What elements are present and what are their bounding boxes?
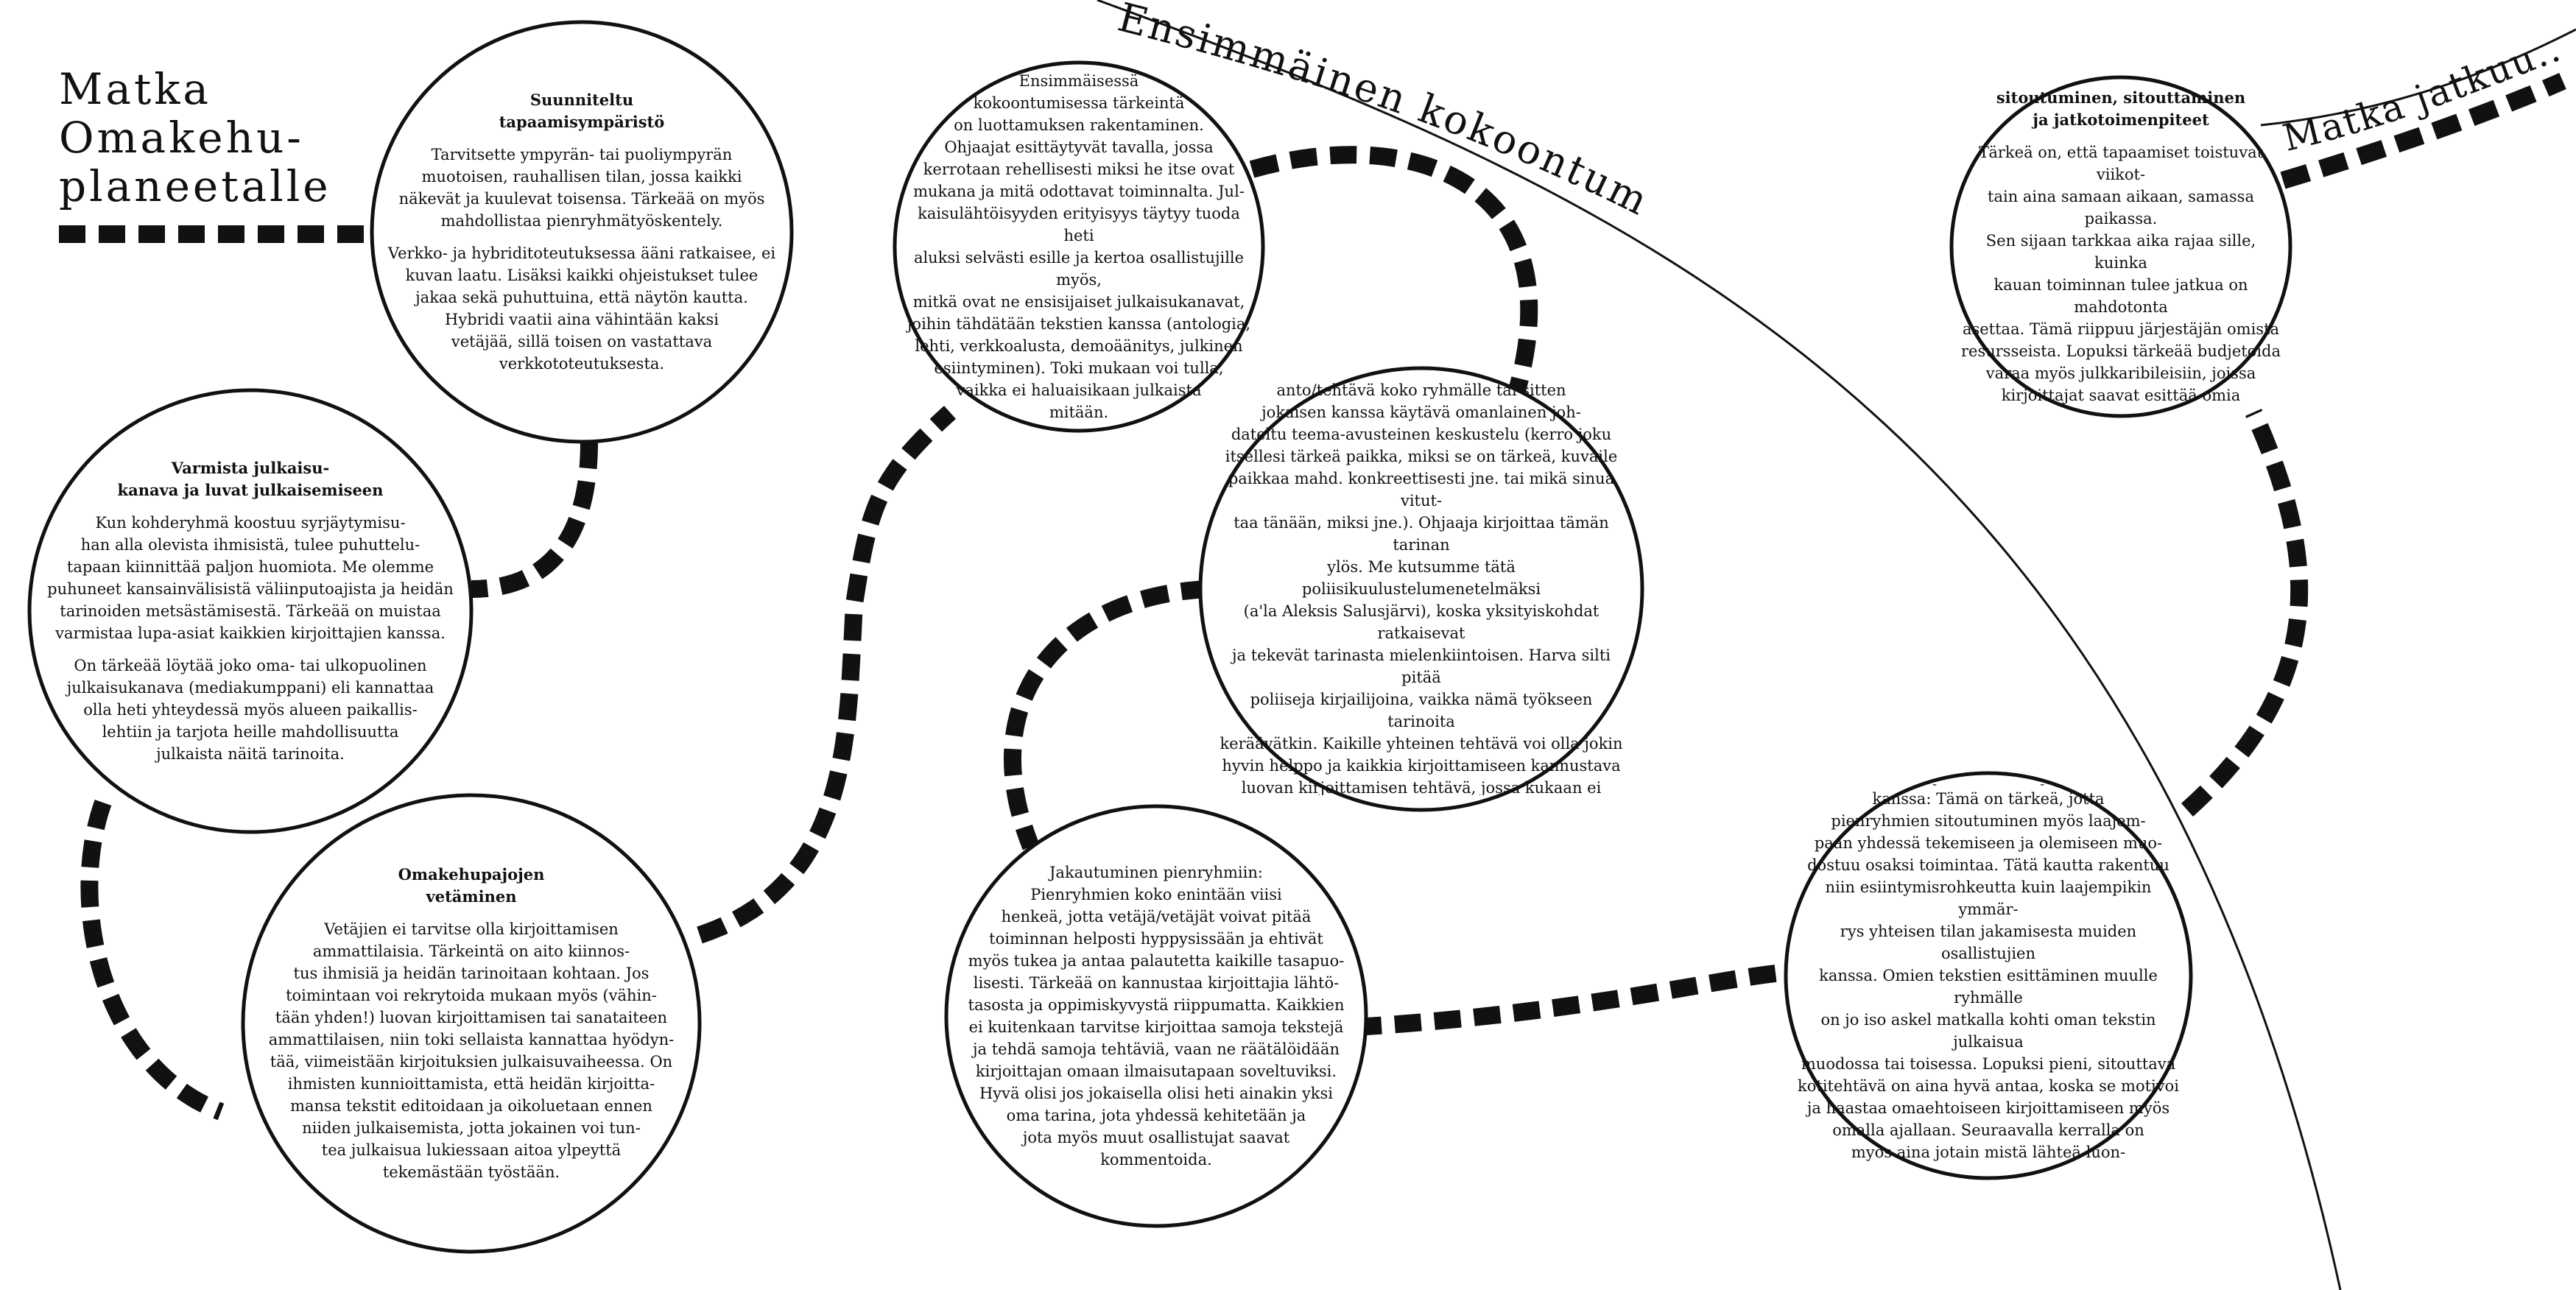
trust-circle: [893, 60, 1265, 433]
path-workshops-to-trust: [697, 406, 957, 944]
node-planned-environment: Suunniteltu tapaamisympäristö Tarvitsett…: [387, 40, 777, 423]
node-return: Paluu yhteen koko ryhmän kanssa: Tämä on…: [1797, 784, 2180, 1167]
workshops-circle: [241, 793, 702, 1254]
node-circles: [27, 20, 2292, 1254]
node-publish-paragraph-1: Kun kohderyhmä koostuu syrjäytymisu- han…: [47, 514, 454, 642]
node-groups-paragraph-1: Jakautuminen pienryhmiin: Pienryhmien ko…: [968, 864, 1345, 1169]
node-process-paragraph-1: Tärkeä on, että tapaamiset toistuvat vii…: [1960, 144, 2281, 404]
node-planned-paragraph-1: Tarvitsette ympyrän- tai puoliympyrän mu…: [398, 146, 765, 230]
node-publish-title: Varmista julkaisu- kanava ja luvat julka…: [117, 459, 384, 499]
path-continues: [2280, 73, 2566, 189]
path-groups-to-return: [1354, 963, 1791, 1036]
path-planned-to-publish: [471, 441, 598, 598]
node-workshops-title: Omakehupajojen vetäminen: [398, 865, 545, 906]
path-publish-to-workshops: [80, 799, 225, 1121]
planned-circle: [370, 20, 794, 444]
main-title-line-1: Matka: [59, 64, 211, 114]
node-process: Prosessiin sitoutuminen, sitouttaminen j…: [1959, 88, 2283, 405]
node-publish-paragraph-2: On tärkeää löytää joko oma- tai ulkopuol…: [66, 657, 434, 763]
journey-path: [59, 73, 2566, 1121]
main-title-line-3: planeetalle: [59, 161, 331, 211]
node-start: Aloitus: Selkeä yhteinen toimeksi- anto/…: [1215, 383, 1627, 795]
groups-circle: [944, 804, 1368, 1228]
main-title: Matka Omakehu- planeetalle: [59, 64, 331, 211]
continues-arc: [2260, 28, 2576, 127]
node-start-paragraph-1: Aloitus: Selkeä yhteinen toimeksi- anto/…: [1220, 383, 1623, 795]
process-circle: [1949, 75, 2292, 418]
publish-circle: [27, 388, 474, 834]
node-publish: Varmista julkaisu- kanava ja luvat julka…: [44, 412, 457, 810]
node-planned-paragraph-2: Verkko- ja hybriditoteutuksessa ääni rat…: [387, 244, 776, 373]
node-planned-title: Suunniteltu tapaamisympäristö: [499, 91, 665, 131]
path-start-to-groups: [1004, 580, 1208, 850]
path-return-to-process: [2181, 409, 2309, 817]
node-workshops-paragraph-1: Vetäjien ei tarvitse olla kirjoittamisen…: [268, 920, 675, 1181]
node-trust: Ensimmäisessä kokoontumisessa tärkeintä …: [906, 74, 1252, 420]
node-return-paragraph-1: Paluu yhteen koko ryhmän kanssa: Tämä on…: [1798, 784, 2179, 1167]
node-trust-paragraph-1: Ensimmäisessä kokoontumisessa tärkeintä …: [907, 74, 1251, 420]
node-process-title: Prosessiin sitoutuminen, sitouttaminen j…: [1996, 88, 2246, 129]
node-groups: Jakautuminen pienryhmiin: Pienryhmien ko…: [961, 821, 1351, 1211]
path-trust-to-start: [1249, 146, 1538, 393]
start-circle: [1198, 366, 1644, 812]
node-workshops: Omakehupajojen vetäminen Vetäjien ei tar…: [261, 810, 681, 1237]
return-circle: [1784, 771, 2193, 1180]
main-title-line-2: Omakehu-: [59, 113, 304, 163]
first-meeting-arc: [1097, 0, 2342, 1290]
